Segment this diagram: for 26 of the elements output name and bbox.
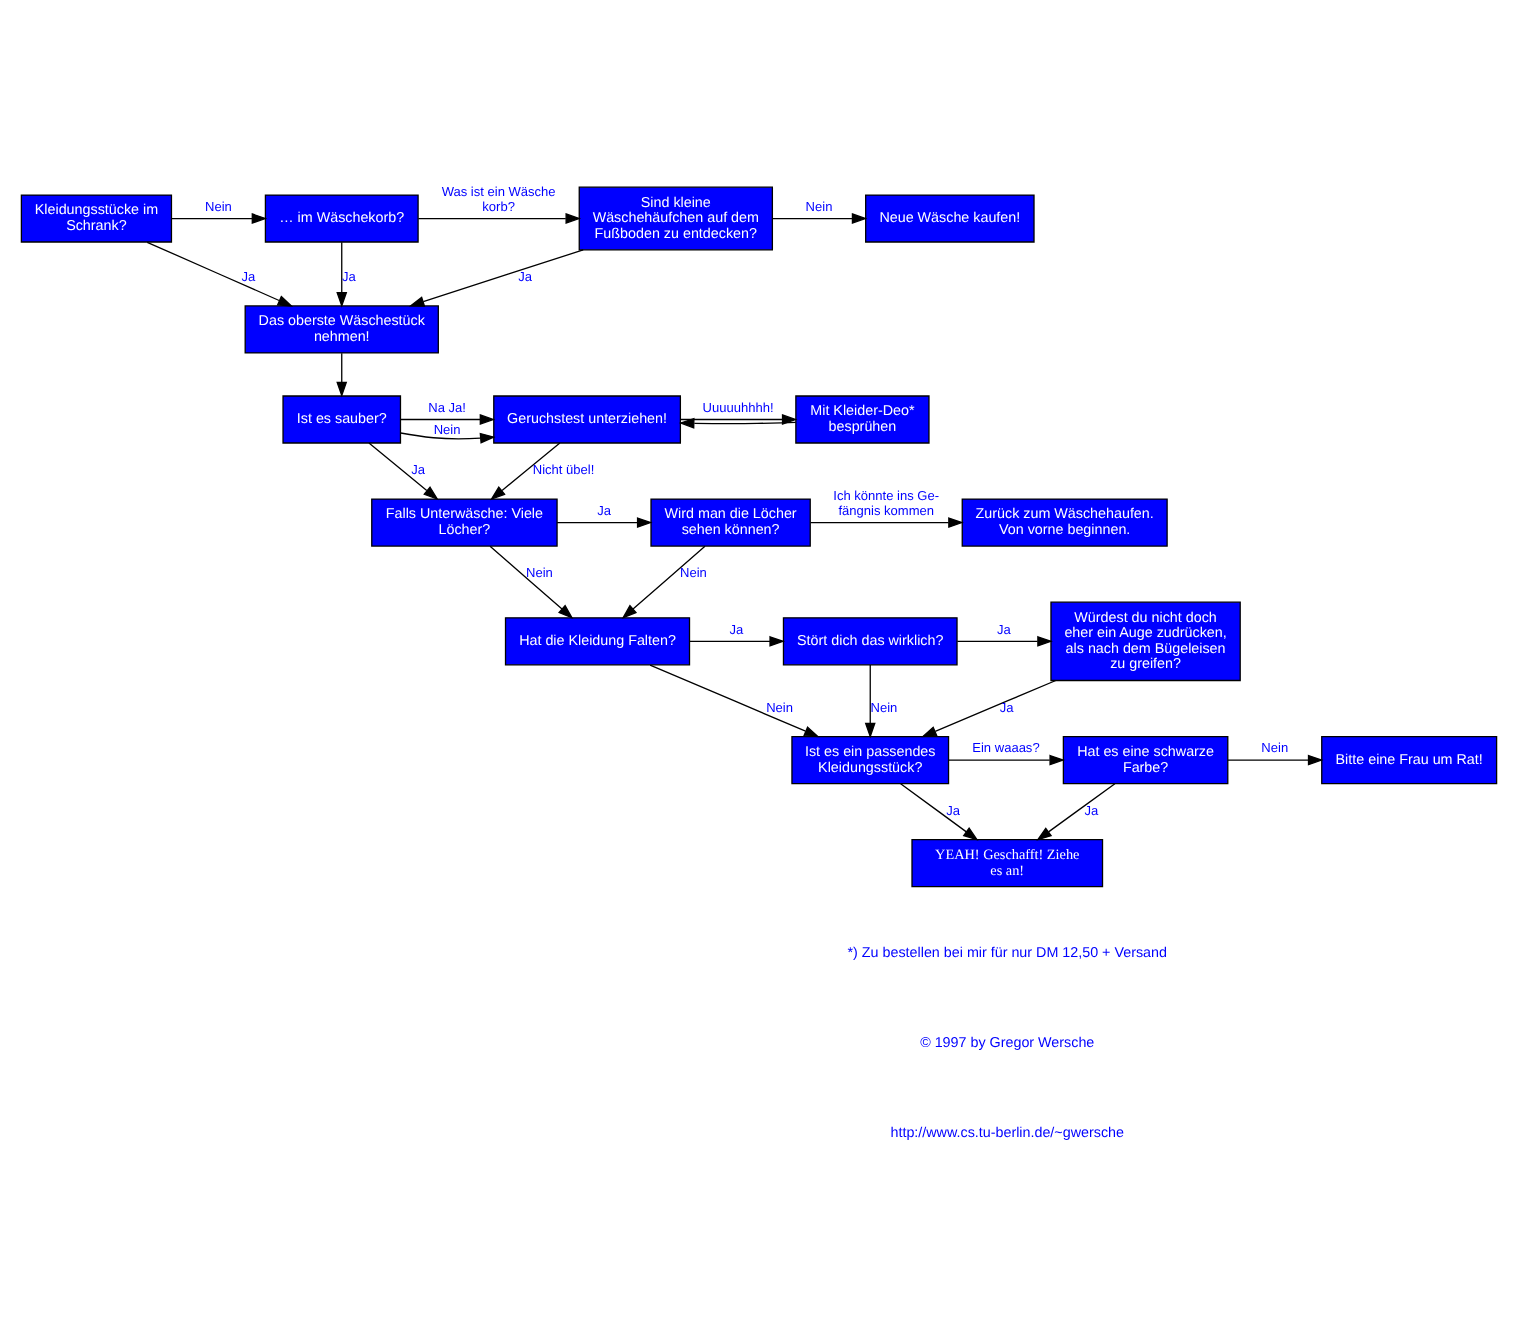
arrow [1036,783,1116,841]
arrow [556,517,653,529]
arrow [956,635,1053,647]
arrow [368,442,439,501]
arrow [948,754,1066,766]
arrow [921,679,1057,738]
arrow [689,635,786,647]
arrow [399,414,496,425]
arrow [864,664,876,739]
arrow [336,241,348,308]
arrow [490,442,561,501]
arrow [678,417,797,429]
arrow [649,664,820,738]
arrow [771,213,868,225]
arrow [900,783,979,841]
arrow [336,352,348,398]
arrow [146,241,294,307]
arrow [417,213,582,225]
arrow [621,545,706,619]
arrow [489,545,574,619]
arrow [1227,754,1324,766]
arrow [400,432,496,444]
arrow [810,517,964,529]
arrow [171,213,268,225]
arrow [680,414,798,425]
arrow [408,249,584,307]
